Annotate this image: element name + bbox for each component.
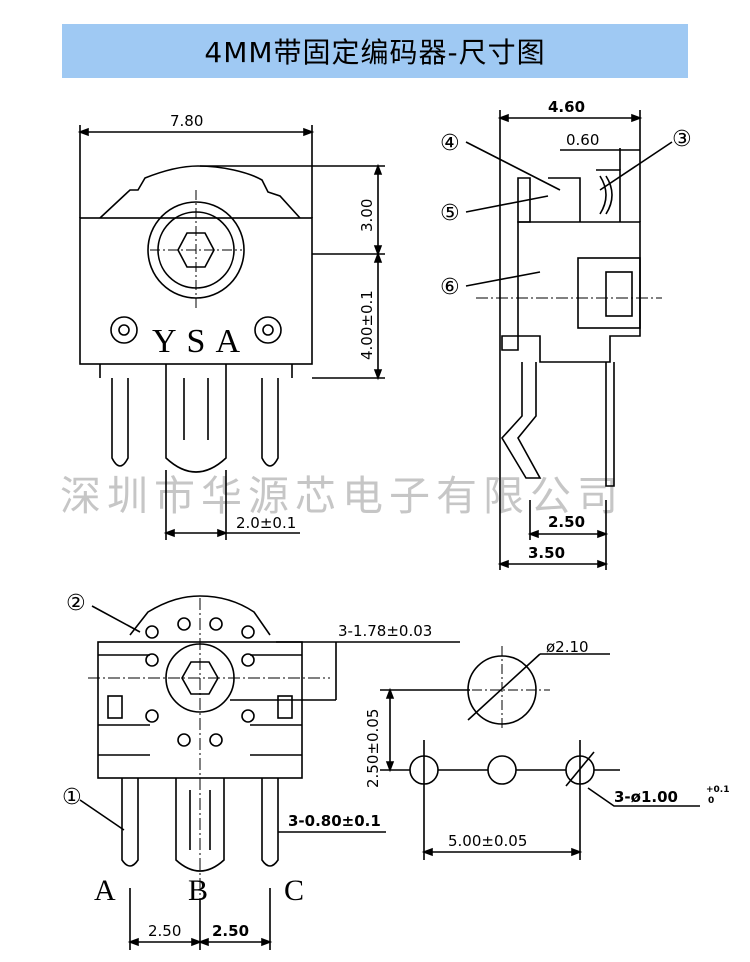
pin-b-label: B [188,874,208,907]
watermark: 深圳市华源芯电子有限公司 [60,472,624,520]
dim-hole-label: 3-1.78±0.03 [338,622,432,640]
callout-4: ④ [440,131,460,156]
dim-upper-height: 3.00 [358,199,376,232]
dim-big-hole: ø2.10 [546,638,589,656]
dim-lower-height: 4.00±0.1 [358,290,376,360]
pin-c-label: C [284,874,304,907]
callout-5: ⑤ [440,201,460,226]
tol-plus: +0.1 [706,785,729,795]
ysa-marking: YSA [152,323,250,360]
dim-base-depth: 3.50 [528,544,565,562]
dim-span: 5.00±0.05 [448,832,527,850]
page-title: 4MM带固定编码器-尺寸图 [204,36,546,69]
dim-width: 7.80 [170,112,203,130]
dim-pitch-1: 2.50 [148,922,181,940]
callout-3: ③ [672,127,692,152]
pcb-layout [380,646,700,860]
title-banner: 4MM带固定编码器-尺寸图 [62,24,688,78]
dim-pin-width: 3-0.80±0.1 [288,812,381,830]
dim-pin-pitch: 2.0±0.1 [236,514,296,532]
side-view [465,110,673,570]
dim-total-depth: 4.60 [548,98,585,116]
bottom-view [79,595,460,950]
pin-a-label: A [94,874,116,907]
dim-pin-offset: 2.50 [548,513,585,531]
front-view [77,125,385,540]
callout-2: ② [66,591,86,616]
tol-minus: 0 [708,796,714,806]
dim-row-offset: 2.50±0.05 [364,709,382,788]
dim-pin-holes: 3-ø1.00 [614,788,678,806]
callout-6: ⑥ [440,275,460,300]
callout-1: ① [62,785,82,810]
dim-pitch-2: 2.50 [212,922,249,940]
dim-shaft-depth: 0.60 [566,131,599,149]
